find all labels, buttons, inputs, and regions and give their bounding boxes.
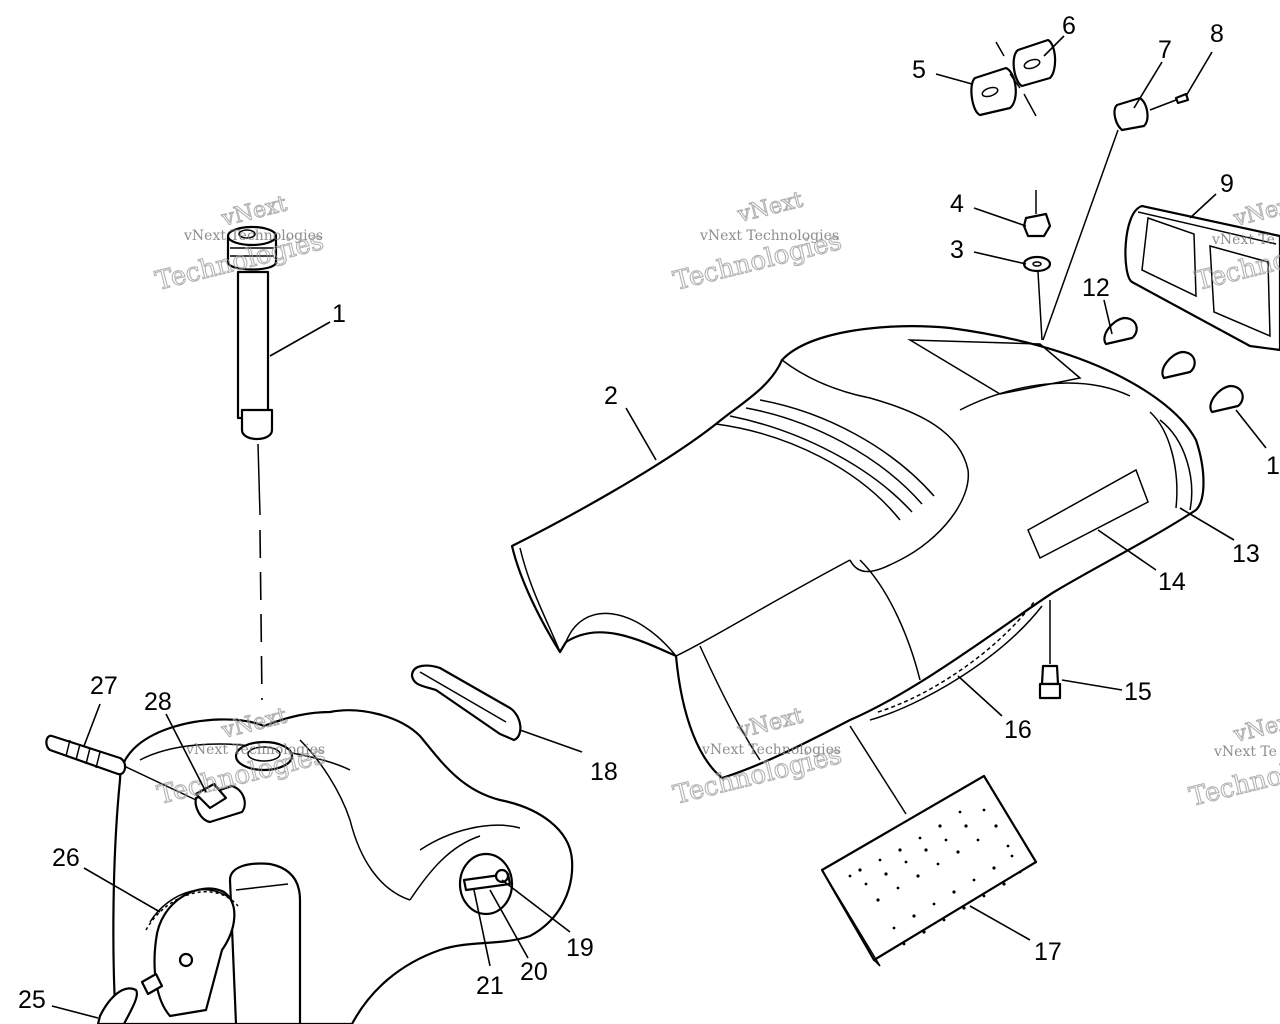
callout-3: 3 (950, 236, 964, 264)
taillight-lens-part (1124, 204, 1280, 352)
watermark-line1: vNext (1230, 192, 1280, 232)
watermark-partial: vNext Te (1213, 744, 1277, 760)
filler-neck-part (226, 225, 278, 701)
callout-28: 28 (144, 688, 172, 716)
strap-part (410, 664, 522, 742)
callout-2: 2 (604, 382, 618, 410)
callout-7: 7 (1158, 36, 1172, 64)
callout-18: 18 (590, 758, 618, 786)
bolt-part (1038, 600, 1062, 700)
nut-washer-part (1022, 190, 1052, 341)
callout-19: 19 (566, 934, 594, 962)
callout-21: 21 (476, 972, 504, 1000)
watermark-line1: vNext (734, 188, 805, 228)
callout-20: 20 (520, 958, 548, 986)
watermark-line2: vNext Technologies (699, 228, 839, 244)
callout-27: 27 (90, 672, 118, 700)
watermark-partial: vNext Te (1211, 232, 1275, 248)
callout-4: 4 (950, 190, 964, 218)
grommet-plates-part (970, 38, 1057, 117)
watermark-line2: vNext Technologies (183, 228, 323, 244)
callout-6: 6 (1062, 12, 1076, 40)
callout-15: 15 (1124, 678, 1152, 706)
callout-13: 13 (1232, 540, 1260, 568)
watermark-line2: vNext Technologies (701, 742, 841, 758)
callout-labels: 1 2 3 4 5 6 7 8 9 12 13 14 15 16 17 18 1… (18, 12, 1280, 1014)
callout-5: 5 (912, 56, 926, 84)
callout-17: 17 (1034, 938, 1062, 966)
callout-14: 14 (1158, 568, 1186, 596)
fuel-tank-part (112, 709, 574, 1024)
callout-9: 9 (1220, 170, 1234, 198)
bulbs-part (1103, 316, 1244, 414)
callout-8: 8 (1210, 20, 1224, 48)
watermark-line2: vNext Technologies (185, 742, 325, 758)
callout-16: 16 (1004, 716, 1032, 744)
callout-12: 12 (1082, 274, 1110, 302)
callout-26: 26 (52, 844, 80, 872)
watermark-line1: vNext (1230, 708, 1280, 748)
foam-pad-part (820, 725, 1038, 967)
hose-clip-part (45, 734, 228, 1024)
callout-25: 25 (18, 986, 46, 1014)
callout-1: 1 (332, 300, 346, 328)
bracket-rivet-part (1042, 92, 1190, 341)
callout-cut: 1 (1266, 452, 1280, 480)
leader-lines (51, 35, 1267, 1019)
foam-texture (848, 808, 1022, 946)
